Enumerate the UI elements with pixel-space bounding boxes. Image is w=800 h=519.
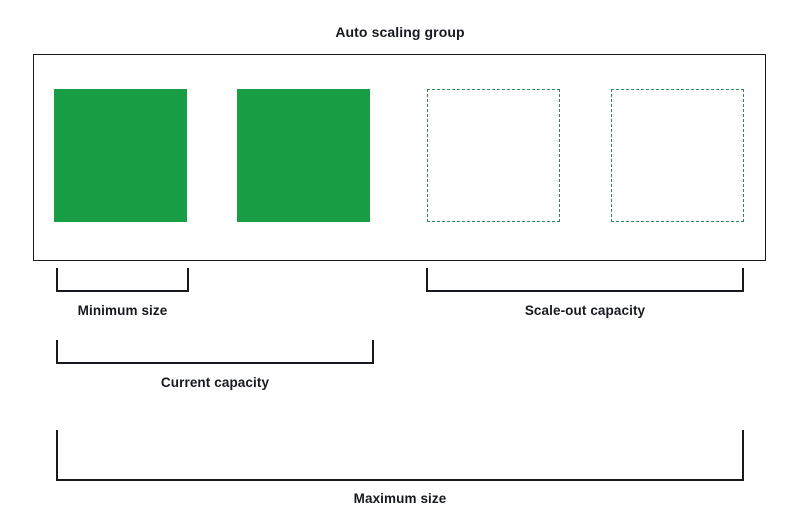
maximum-size-bracket bbox=[56, 430, 744, 481]
maximum-size-label: Maximum size bbox=[353, 491, 447, 506]
current-capacity-bracket bbox=[56, 340, 374, 364]
current-capacity-label: Current capacity bbox=[160, 375, 270, 390]
instance-3-potential bbox=[427, 89, 560, 222]
page-title: Auto scaling group bbox=[335, 24, 465, 40]
instance-2-running bbox=[237, 89, 370, 222]
scale-out-capacity-label: Scale-out capacity bbox=[524, 303, 646, 318]
minimum-size-label: Minimum size bbox=[77, 303, 168, 318]
instance-4-potential bbox=[611, 89, 744, 222]
instance-1-running bbox=[54, 89, 187, 222]
minimum-size-bracket bbox=[56, 268, 189, 292]
scale-out-capacity-bracket bbox=[426, 268, 744, 292]
